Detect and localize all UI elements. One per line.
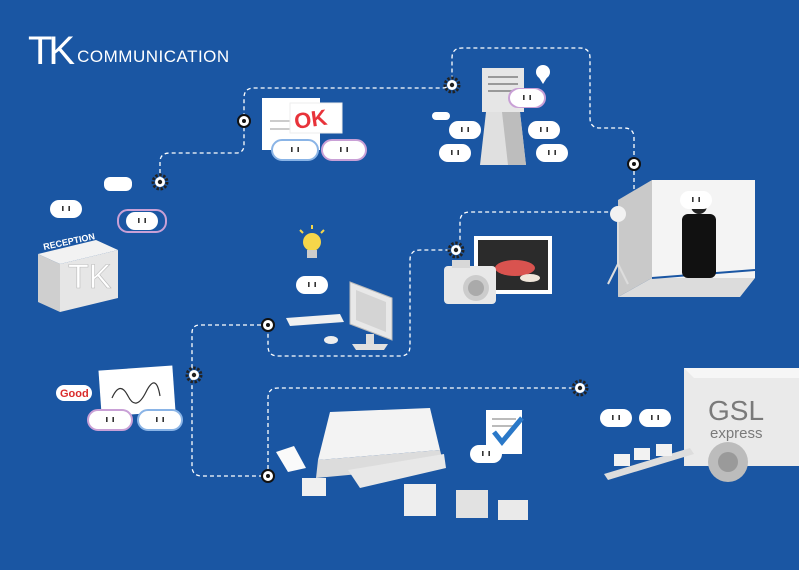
good-speech-bubble: Good bbox=[56, 385, 92, 401]
person-face bbox=[271, 139, 319, 161]
person-face bbox=[117, 209, 167, 233]
delivery-truck: GSL express bbox=[604, 368, 799, 482]
person-face bbox=[449, 121, 481, 139]
good-bubble-label: Good bbox=[60, 388, 89, 400]
studio-light-icon bbox=[607, 206, 629, 285]
meeting-board bbox=[480, 68, 526, 165]
computer-icon bbox=[286, 281, 393, 350]
workflow-node bbox=[261, 469, 275, 483]
workflow-path bbox=[159, 47, 635, 477]
shipping-boxes bbox=[404, 484, 528, 520]
person-face bbox=[470, 445, 502, 463]
person-face bbox=[639, 409, 671, 427]
brand-mark: TK bbox=[28, 29, 75, 73]
speech-bubble bbox=[104, 177, 132, 191]
gear-icon bbox=[185, 366, 203, 384]
person-face bbox=[600, 409, 632, 427]
brand-name: COMMUNICATION bbox=[77, 47, 230, 66]
person-face bbox=[528, 121, 560, 139]
lightbulb-icon bbox=[299, 225, 325, 258]
gear-icon bbox=[443, 76, 461, 94]
gear-icon bbox=[151, 173, 169, 191]
gear-icon bbox=[571, 379, 589, 397]
ok-stamp: OK bbox=[293, 105, 329, 134]
person-face bbox=[508, 88, 546, 108]
workflow-node bbox=[627, 157, 641, 171]
truck-brand-line2: express bbox=[710, 425, 763, 442]
workflow-node bbox=[237, 114, 251, 128]
printing-press bbox=[276, 408, 446, 496]
speech-bubble bbox=[432, 112, 450, 120]
brand-logo: TK COMMUNICATION bbox=[28, 29, 230, 73]
person-face bbox=[536, 144, 568, 162]
camera-icon bbox=[444, 260, 496, 304]
person-face bbox=[680, 191, 712, 209]
truck-brand-line1: GSL bbox=[708, 395, 764, 426]
person-face bbox=[321, 139, 367, 161]
workflow-node bbox=[261, 318, 275, 332]
person-face bbox=[87, 409, 133, 431]
sketch-paper bbox=[98, 365, 176, 417]
person-face bbox=[439, 144, 471, 162]
gear-icon bbox=[447, 241, 465, 259]
photo-studio bbox=[618, 180, 756, 297]
person-face bbox=[50, 200, 82, 218]
reception-logo-mark: TK bbox=[68, 258, 112, 296]
reception-desk: TK RECEPTION bbox=[38, 231, 118, 312]
location-pin-icon bbox=[536, 65, 550, 84]
person-face bbox=[296, 276, 328, 294]
person-face bbox=[137, 409, 183, 431]
